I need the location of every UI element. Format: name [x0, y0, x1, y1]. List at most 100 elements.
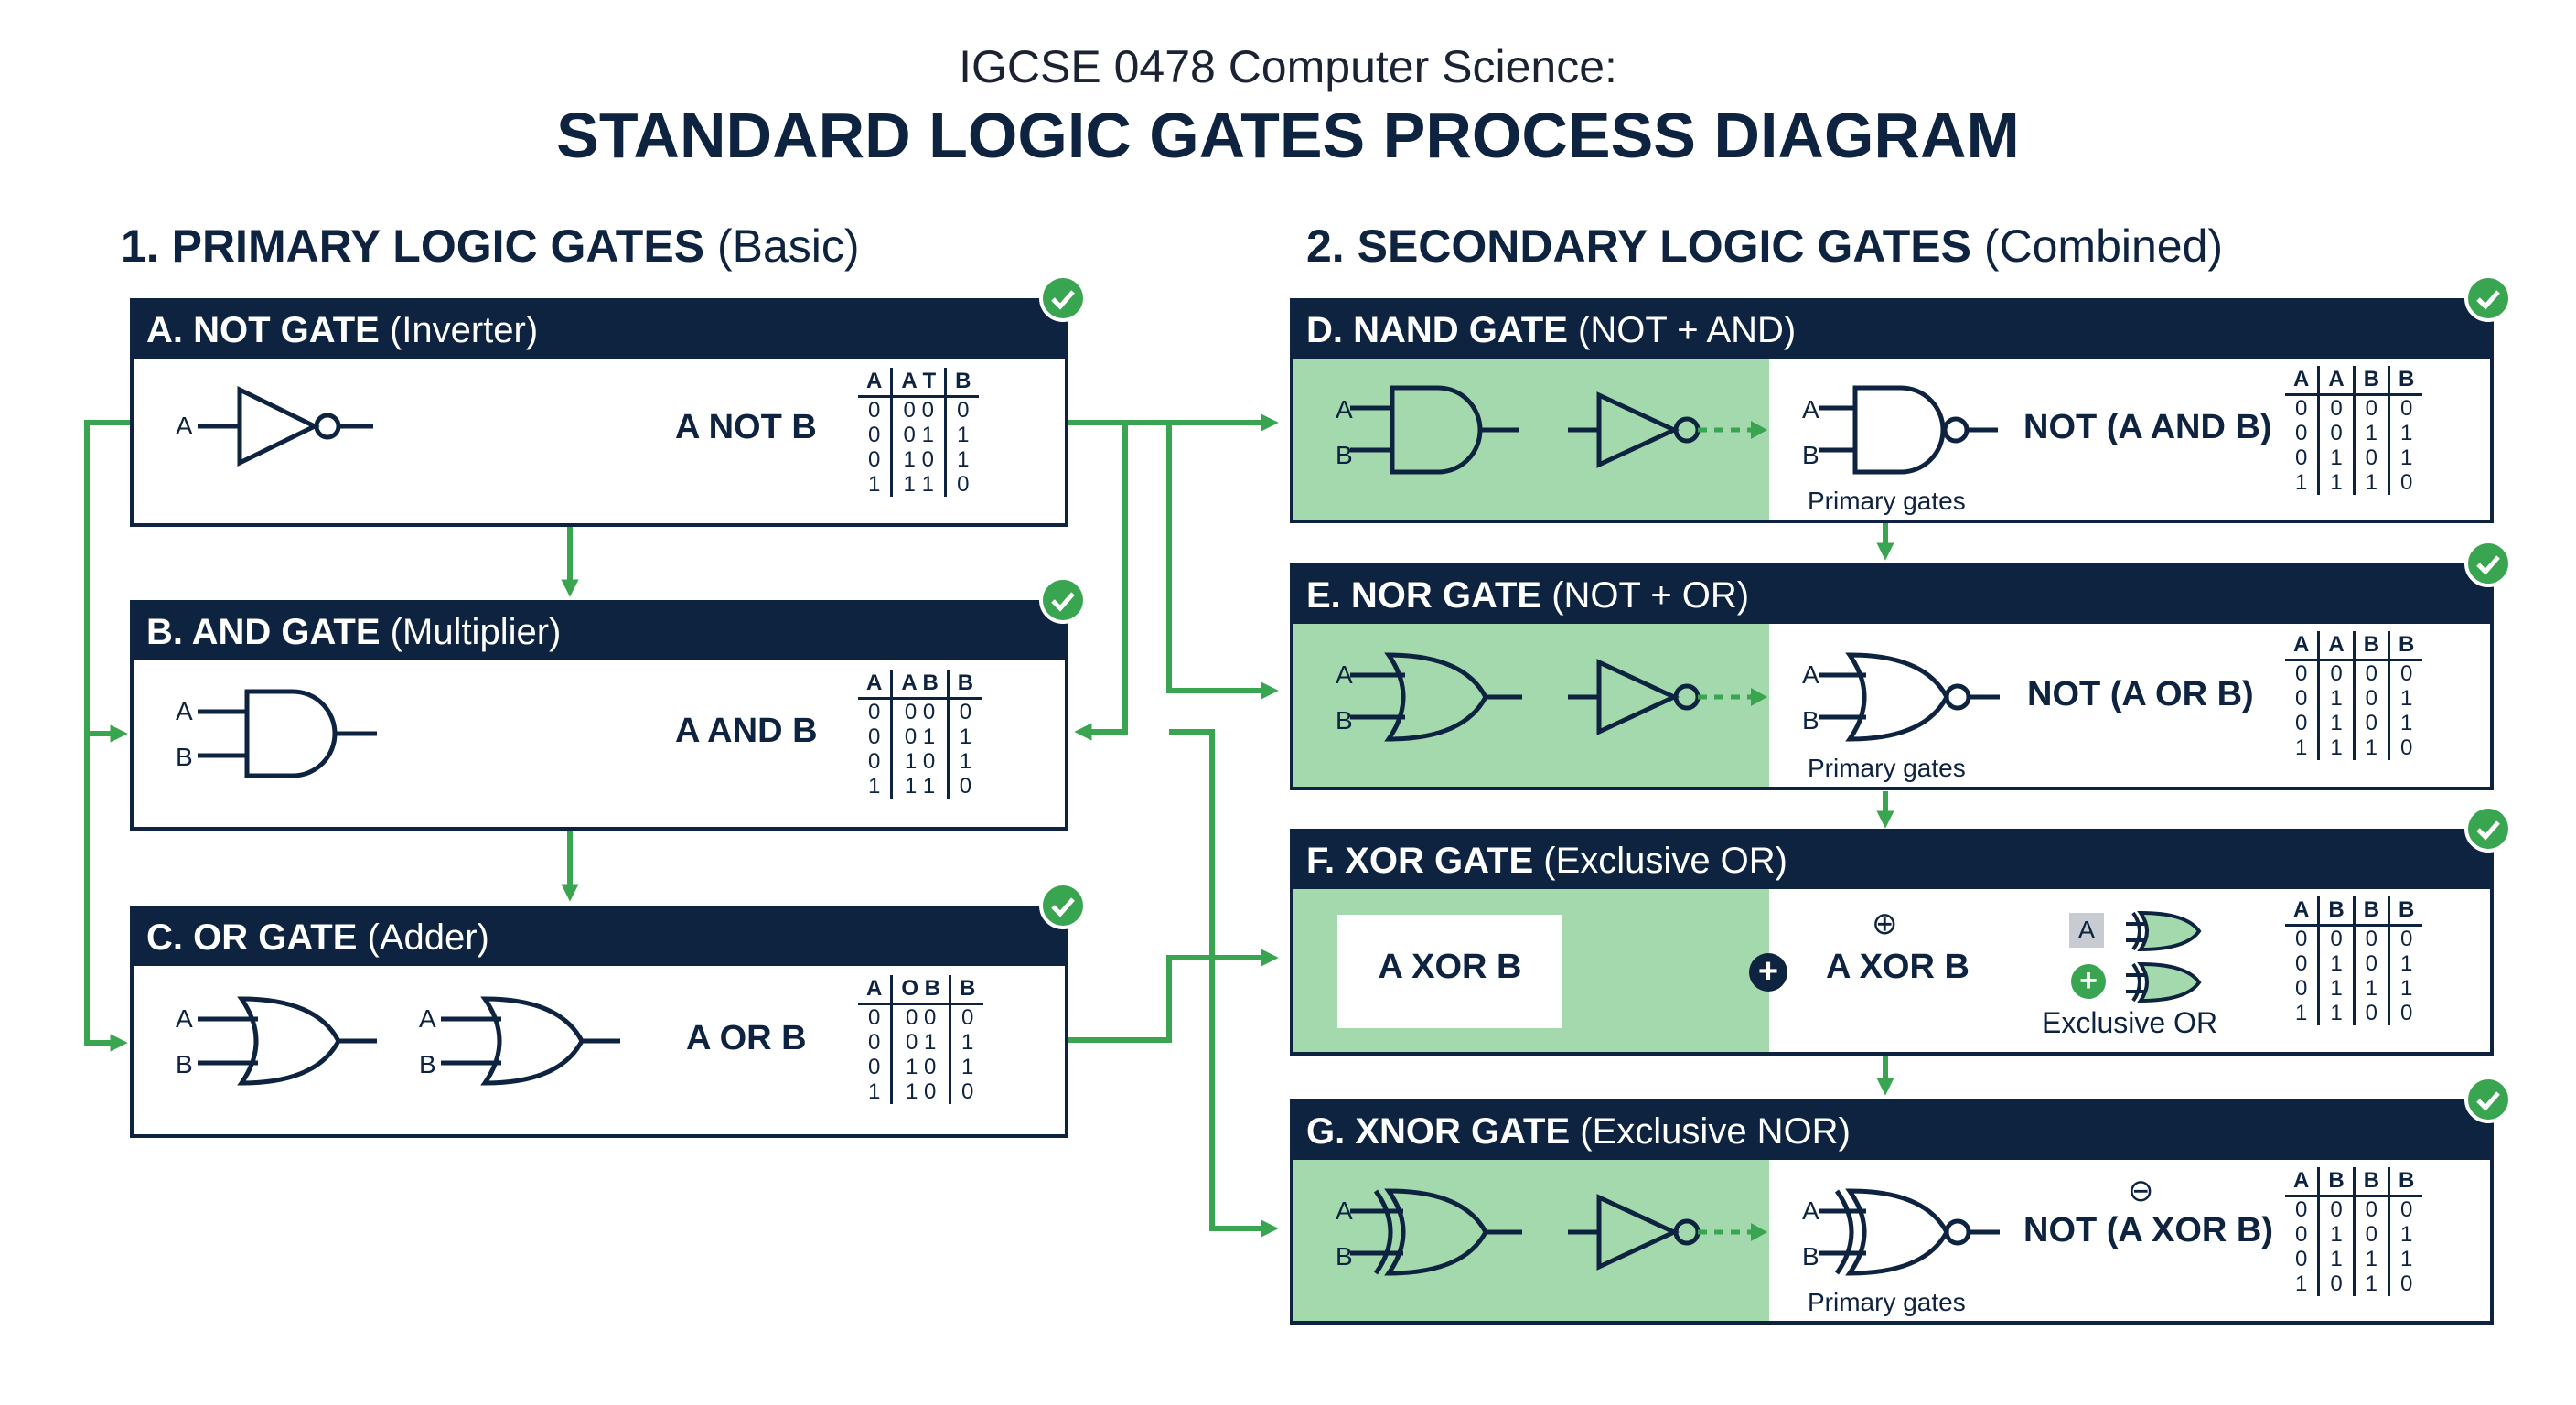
- wire-to-nor: [1166, 423, 1279, 700]
- not-gate-symbol: [198, 385, 373, 467]
- xnor-td: 1: [2388, 1222, 2423, 1247]
- nand-td: 0: [2388, 470, 2423, 495]
- nor-pin-a2: A: [1802, 660, 1819, 689]
- nor-primary-label: Primary gates: [1808, 754, 1966, 782]
- xnor-td: 0: [2388, 1271, 2423, 1296]
- and-gate-symbol: [198, 689, 377, 778]
- nor-td: 1: [2294, 735, 2308, 760]
- xnor-th: B: [2352, 1167, 2389, 1197]
- nand-td: 1: [2388, 421, 2423, 445]
- xnor-gate-symbols: [1350, 1188, 2000, 1276]
- panel-and-header: B. AND GATE (Multiplier): [134, 604, 1065, 660]
- nor-pin-a: A: [1336, 660, 1353, 689]
- wire-or-to-xor: [1068, 949, 1279, 1043]
- xnor-td: 0: [2294, 1197, 2308, 1222]
- xnor-td: 0: [2352, 1222, 2389, 1247]
- and-td: 0 1: [890, 724, 949, 749]
- section-heading-secondary-paren: (Combined): [1983, 220, 2224, 272]
- nor-td: 1: [2388, 686, 2423, 711]
- xnor-pin-a: A: [1336, 1196, 1353, 1225]
- xnor-td: 0: [2352, 1196, 2389, 1222]
- xor-th: A: [2285, 896, 2319, 927]
- or-pin-b2: B: [419, 1050, 436, 1078]
- xor-label-box: A XOR B: [1337, 915, 1562, 1028]
- xnor-td: 1: [2388, 1247, 2423, 1271]
- xnor-td: 0: [2317, 1196, 2355, 1222]
- nand-th: B: [2352, 366, 2389, 396]
- xor-th: B: [2352, 896, 2389, 927]
- nor-th: B: [2352, 631, 2389, 661]
- or-td: 0 0: [890, 1003, 950, 1030]
- xnor-td: 0: [2317, 1271, 2355, 1296]
- section-heading-primary-paren: (Basic): [716, 220, 860, 272]
- xor-td: 1: [2317, 976, 2355, 1001]
- nand-td: 1: [2317, 470, 2355, 495]
- xnor-td: 1: [2317, 1222, 2355, 1247]
- panel-xor-gate: F. XOR GATE (Exclusive OR) A XOR B + ⊕ A…: [1290, 829, 2494, 1056]
- nor-th: B: [2388, 631, 2423, 661]
- xnor-pin-b2: B: [1802, 1242, 1819, 1271]
- panel-not-header: A. NOT GATE (Inverter): [134, 302, 1065, 359]
- xor-td: 0: [2294, 927, 2308, 951]
- nor-td: 0: [2352, 711, 2389, 735]
- xor-note-label: Exclusive OR: [2042, 1006, 2218, 1039]
- or-td: 0 1: [890, 1030, 950, 1055]
- panel-nor-subtitle: (NOT + OR): [1551, 575, 1750, 616]
- nor-th: A: [2285, 631, 2319, 661]
- nand-td: 0: [2294, 421, 2308, 445]
- nand-td: 1: [2317, 445, 2355, 470]
- panel-or-title: C. OR GATE: [146, 917, 358, 958]
- panel-nor-title: E. NOR GATE: [1306, 575, 1542, 616]
- nor-gate-symbols: [1350, 652, 2000, 742]
- xor-td: 0: [2388, 1001, 2423, 1025]
- wire-nand-back-and: [1074, 423, 1128, 741]
- nor-td: 0: [2352, 686, 2389, 711]
- xnor-td: 0: [2388, 1196, 2423, 1222]
- nor-td: 1: [2317, 735, 2355, 760]
- not-td: 0: [867, 398, 881, 423]
- xnor-pin-b: B: [1336, 1242, 1353, 1271]
- nor-td: 0: [2294, 686, 2308, 711]
- nor-th: A: [2317, 631, 2355, 661]
- xnor-td: 1: [2294, 1271, 2308, 1296]
- nor-td: 1: [2388, 711, 2423, 735]
- xnor-th: A: [2285, 1167, 2319, 1197]
- nor-td: 1: [2317, 686, 2355, 711]
- not-td: 0: [867, 447, 881, 472]
- nor-td: 0: [2352, 660, 2389, 686]
- panel-nand-header: D. NAND GATE (NOT + AND): [1293, 302, 2490, 359]
- checkmark-circle-icon: [2464, 805, 2512, 853]
- or-td: 0: [949, 1079, 984, 1104]
- nor-td: 0: [2294, 661, 2308, 686]
- nand-td: 0: [2317, 421, 2355, 445]
- not-pin-a: A: [176, 412, 193, 440]
- or-td: 1: [949, 1055, 984, 1079]
- wire-to-xnor: [1169, 729, 1279, 1238]
- panel-xor-header: F. XOR GATE (Exclusive OR): [1293, 832, 2490, 889]
- nand-td: 0: [2317, 394, 2355, 421]
- xor-input-a-label: A: [2069, 913, 2104, 948]
- nor-pin-b: B: [1336, 706, 1353, 735]
- or-td: 1 0: [890, 1055, 950, 1079]
- xnor-th: B: [2388, 1167, 2423, 1197]
- xor-td: 0: [2352, 925, 2389, 951]
- and-td: 1: [946, 724, 982, 749]
- nand-th: A: [2317, 366, 2355, 396]
- panel-xnor-subtitle: (Exclusive NOR): [1580, 1111, 1851, 1152]
- nor-td: 0: [2317, 660, 2355, 686]
- panel-not-subtitle: (Inverter): [389, 310, 539, 350]
- xor-td: 0: [2317, 925, 2355, 951]
- not-th: A: [858, 368, 892, 398]
- not-th: B: [944, 368, 980, 398]
- panel-nor-body: A B A B Primary: [1293, 624, 2490, 787]
- nor-td: 0: [2294, 711, 2308, 735]
- panel-xnor-header: G. XNOR GATE (Exclusive NOR): [1293, 1103, 2490, 1160]
- and-td: 0: [867, 749, 881, 774]
- diagram-title: STANDARD LOGIC GATES PROCESS DIAGRAM: [556, 100, 2020, 171]
- panel-nand-subtitle: (NOT + AND): [1578, 310, 1797, 350]
